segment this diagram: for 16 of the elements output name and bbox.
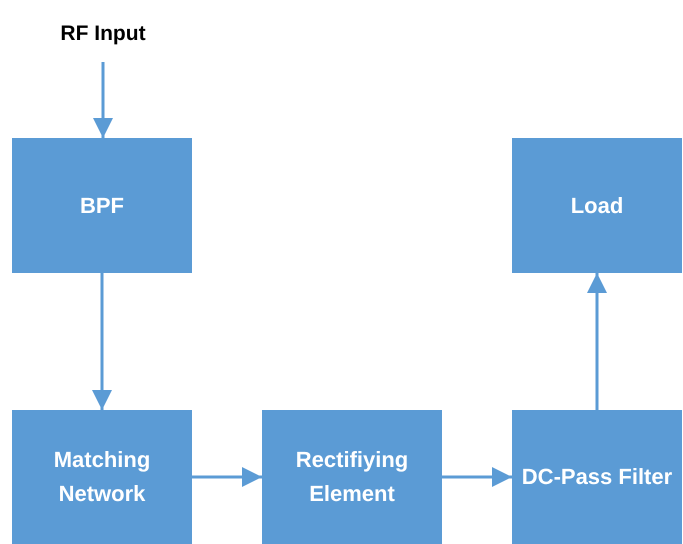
process-box [262,410,442,544]
arrow [192,467,262,487]
process-box [512,410,682,544]
arrow [93,62,113,138]
box-label: Rectifiying Element [294,446,410,508]
box-label: Load [570,192,624,220]
process-box [512,138,682,273]
arrow [442,467,512,487]
arrow [587,273,607,410]
process-box [12,410,192,544]
process-box [12,138,192,273]
box-label: DC-Pass Filter [522,463,672,491]
arrow [92,273,112,410]
box-label: BPF [80,192,124,220]
box-label: Matching Network [52,446,152,508]
input-label: RF Input [60,21,146,47]
